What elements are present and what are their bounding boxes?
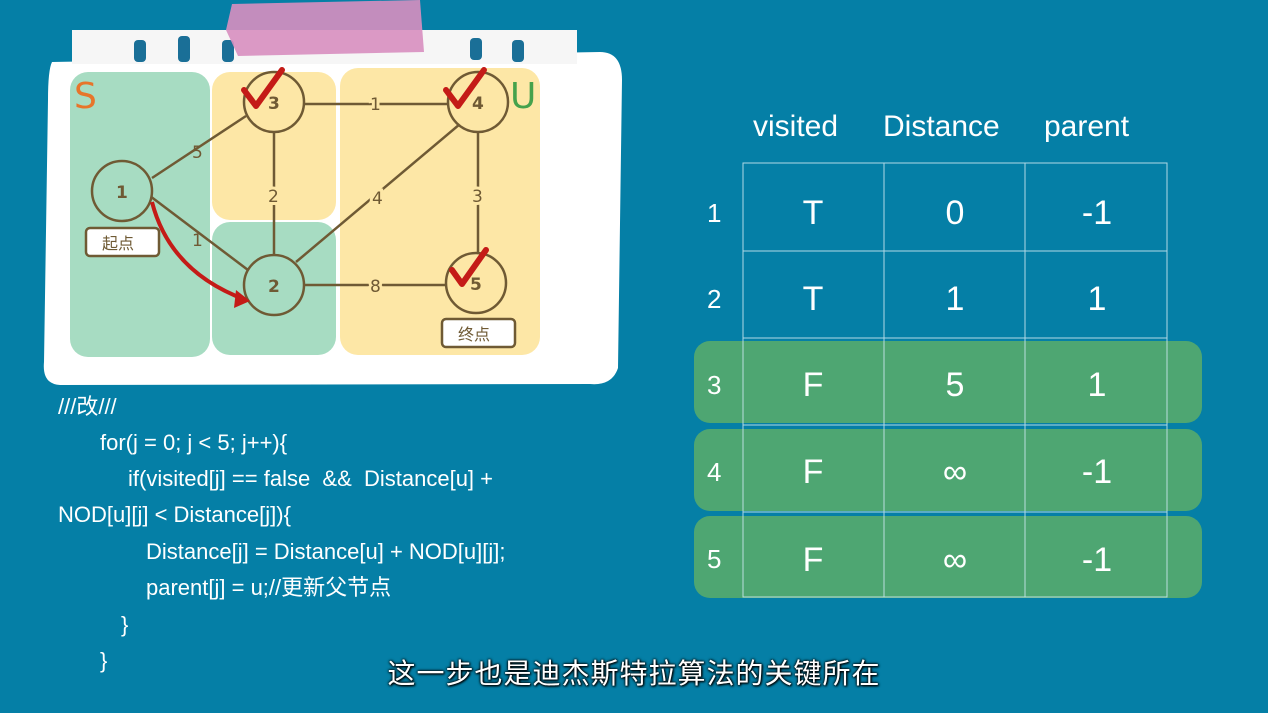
node-4-label: 4: [472, 94, 484, 114]
node-3-label: 3: [268, 94, 280, 114]
start-tag-box: [84, 226, 161, 258]
code-line-6: parent[j] = u;//更新父节点: [146, 575, 392, 600]
table-header-parent: parent: [1044, 110, 1130, 143]
cell-distance-4: ∞: [942, 453, 968, 491]
code-line-2: for(j = 0; j < 5; j++){: [100, 430, 288, 455]
red-arrow-curve: [150, 201, 247, 302]
edge-weight-1-2: 1: [192, 231, 203, 251]
code-line-3: if(visited[j] == false && Distance[u] +: [128, 466, 493, 491]
node-5: 5 终点: [440, 251, 517, 349]
node-2-label: 2: [268, 277, 280, 297]
check-icon-node-4: [443, 67, 487, 109]
row-label-3: 3: [707, 370, 722, 400]
code-line-7: }: [121, 612, 129, 637]
start-tag-label: 起点: [102, 234, 134, 253]
edge-2-4: [295, 123, 461, 263]
cell-visited-2: T: [802, 280, 824, 318]
edge-weight-2-5: 8: [370, 277, 381, 297]
end-tag-box: [440, 317, 517, 349]
cell-parent-1: -1: [1081, 194, 1113, 232]
edge-weight-3-2: 2: [268, 187, 279, 207]
code-line-4: NOD[u][j] < Distance[j]){: [58, 502, 291, 527]
cell-distance-2: 1: [945, 280, 965, 318]
edge-1-2: [149, 195, 249, 271]
check-icon-node-5: [449, 247, 489, 287]
edge-weight-3-4: 1: [370, 95, 381, 115]
cell-visited-4: F: [802, 453, 824, 491]
node-5-label: 5: [470, 275, 482, 295]
cell-parent-5: -1: [1081, 541, 1113, 579]
row-label-1: 1: [707, 198, 722, 228]
binder-rings: [134, 36, 524, 62]
node-4: 4: [446, 70, 510, 134]
node-1: 1 起点: [84, 159, 161, 258]
code-block: ///改/// for(j = 0; j < 5; j++){ if(visit…: [0, 390, 620, 690]
set-s-label: S: [74, 76, 97, 117]
cell-visited-1: T: [802, 194, 824, 232]
edge-weight-1-3: 5: [192, 143, 203, 163]
code-line-5: Distance[j] = Distance[u] + NOD[u][j];: [146, 539, 506, 564]
tape-decoration: [226, 0, 424, 56]
graph-edges: [149, 102, 480, 287]
set-u-label: U: [510, 76, 536, 117]
edge-weight-2-4: 4: [372, 189, 383, 209]
video-subtitle: 这一步也是迪杰斯特拉算法的关键所在: [387, 657, 881, 690]
end-tag-label: 终点: [458, 325, 490, 344]
cell-visited-3: F: [802, 366, 824, 404]
edge-1-3: [151, 114, 247, 180]
code-line-1: ///改///: [58, 394, 117, 419]
graph-illustration: S U 5 1 1 2 4 8 3 1 起点: [43, 0, 623, 385]
cell-parent-3: 1: [1087, 366, 1107, 404]
check-icon-node-3: [241, 67, 285, 109]
cell-distance-1: 0: [945, 194, 965, 232]
row-label-4: 4: [707, 457, 722, 487]
node-3: 3: [242, 70, 306, 134]
red-arrow-head: [234, 290, 250, 308]
checkmarks: [241, 67, 489, 287]
row-label-2: 2: [707, 284, 722, 314]
cell-visited-5: F: [802, 541, 824, 579]
edge-weights: 5 1 1 2 4 8 3: [192, 92, 486, 300]
cell-parent-2: 1: [1087, 280, 1107, 318]
cell-parent-4: -1: [1081, 453, 1113, 491]
table-header-visited: visited: [753, 110, 839, 143]
row-label-5: 5: [707, 544, 722, 574]
node-1-label: 1: [116, 183, 128, 203]
table-header-distance: Distance: [883, 110, 1000, 143]
code-line-8: }: [100, 648, 108, 673]
edge-weight-4-5: 3: [472, 187, 483, 207]
cell-distance-3: 5: [945, 366, 965, 404]
cell-distance-5: ∞: [942, 541, 968, 579]
node-2: 2: [242, 253, 306, 317]
